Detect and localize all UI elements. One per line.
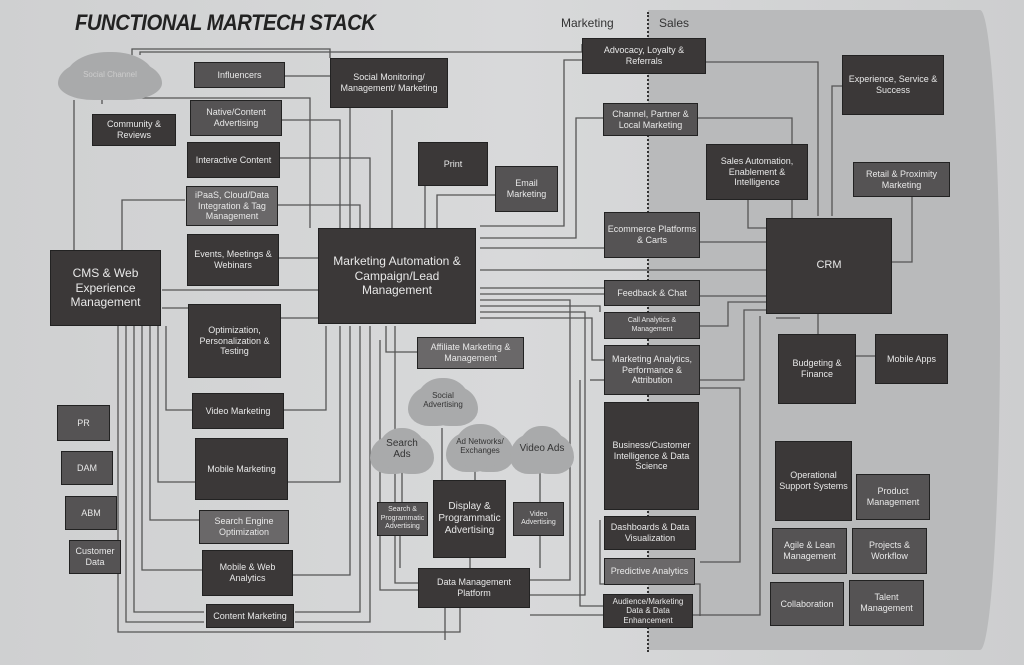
connector	[295, 326, 361, 613]
box-mobile-marketing[interactable]: Mobile Marketing	[195, 438, 288, 500]
box-channel-partner[interactable]: Channel, Partner & Local Marketing	[603, 103, 698, 136]
diagram-title: FUNCTIONAL MARTECH STACK	[75, 10, 376, 35]
connector	[700, 301, 766, 327]
box-talent-management[interactable]: Talent Management	[849, 580, 924, 626]
connector	[385, 326, 418, 353]
box-content-marketing[interactable]: Content Marketing	[206, 604, 294, 628]
connector	[379, 340, 418, 591]
connector	[579, 380, 604, 607]
box-retail-proximity[interactable]: Retail & Proximity Marketing	[853, 162, 950, 197]
connector	[436, 194, 496, 228]
connector	[125, 326, 204, 623]
cloud-social-channel: Social Channel	[66, 52, 154, 96]
connector	[394, 326, 418, 584]
section-label-marketing: Marketing	[561, 16, 614, 30]
box-projects-workflow[interactable]: Projects & Workflow	[852, 528, 927, 574]
box-mobile-web-analytics[interactable]: Mobile & Web Analytics	[202, 550, 293, 596]
connector	[131, 48, 331, 58]
connector	[831, 85, 842, 216]
box-cms-web-experience[interactable]: CMS & Web Experience Management	[50, 250, 161, 326]
connector	[121, 199, 185, 250]
box-native-content[interactable]: Native/Content Advertising	[190, 100, 282, 136]
connector	[480, 305, 601, 312]
connector	[141, 326, 204, 571]
cloud-ad-networks: Ad Networks/ Exchanges	[454, 424, 506, 468]
box-customer-data[interactable]: Customer Data	[69, 540, 121, 574]
box-ipaas[interactable]: iPaaS, Cloud/Data Integration & Tag Mana…	[186, 186, 278, 226]
box-crm[interactable]: CRM	[766, 218, 892, 314]
box-data-management-platform[interactable]: Data Management Platform	[418, 568, 530, 608]
connector	[280, 157, 371, 228]
box-display-programmatic[interactable]: Display & Programmatic Advertising	[433, 480, 506, 558]
box-agile-lean[interactable]: Agile & Lean Management	[772, 528, 847, 574]
box-audience-data[interactable]: Audience/Marketing Data & Data Enhanceme…	[603, 594, 693, 628]
box-search-programmatic[interactable]: Search & Programmatic Advertising	[377, 502, 428, 536]
connector	[282, 119, 341, 228]
box-product-management[interactable]: Product Management	[856, 474, 930, 520]
connector	[480, 299, 571, 581]
box-marketing-analytics[interactable]: Marketing Analytics, Performance & Attri…	[604, 345, 700, 395]
box-influencers[interactable]: Influencers	[194, 62, 285, 88]
section-label-sales: Sales	[659, 16, 690, 30]
connector	[157, 326, 196, 483]
connector	[278, 204, 361, 228]
box-pr[interactable]: PR	[57, 405, 110, 441]
connector	[117, 326, 461, 633]
connector	[747, 200, 766, 229]
box-dashboards[interactable]: Dashboards & Data Visualization	[604, 516, 696, 550]
box-seo[interactable]: Search Engine Optimization	[199, 510, 289, 544]
box-community-reviews[interactable]: Community & Reviews	[92, 114, 176, 146]
box-budgeting-finance[interactable]: Budgeting & Finance	[778, 334, 856, 404]
connector	[700, 387, 741, 563]
box-affiliate-marketing[interactable]: Affiliate Marketing & Management	[417, 337, 524, 369]
connector	[706, 61, 819, 216]
box-marketing-automation[interactable]: Marketing Automation & Campaign/Lead Man…	[318, 228, 476, 324]
connector	[149, 326, 200, 521]
connector	[101, 97, 311, 228]
connector	[295, 326, 371, 623]
box-email-marketing[interactable]: Email Marketing	[495, 166, 558, 212]
connector	[480, 59, 584, 227]
connector	[480, 317, 604, 361]
box-social-monitoring[interactable]: Social Monitoring/ Management/ Marketing	[330, 58, 448, 108]
box-operational-support[interactable]: Operational Support Systems	[775, 441, 852, 521]
box-abm[interactable]: ABM	[65, 496, 117, 530]
box-experience-service[interactable]: Experience, Service & Success	[842, 55, 944, 115]
connector	[700, 309, 766, 381]
connector	[165, 326, 192, 411]
connector	[480, 117, 604, 239]
cloud-social-advertising: Social Advertising	[416, 378, 470, 422]
box-advocacy-loyalty[interactable]: Advocacy, Loyalty & Referrals	[582, 38, 706, 74]
cloud-video-ads: Video Ads	[518, 426, 566, 470]
box-call-analytics[interactable]: Call Analytics & Management	[604, 312, 700, 339]
box-events-webinars[interactable]: Events, Meetings & Webinars	[187, 234, 279, 286]
connector	[288, 326, 341, 483]
box-business-intelligence[interactable]: Business/Customer Intelligence & Data Sc…	[604, 402, 699, 510]
box-video-marketing[interactable]: Video Marketing	[192, 393, 284, 429]
box-feedback-chat[interactable]: Feedback & Chat	[604, 280, 700, 306]
box-ecommerce[interactable]: Ecommerce Platforms & Carts	[604, 212, 700, 258]
box-sales-automation[interactable]: Sales Automation, Enablement & Intellige…	[706, 144, 808, 200]
connector	[133, 326, 204, 613]
box-video-advertising[interactable]: Video Advertising	[513, 502, 564, 536]
box-optimization[interactable]: Optimization, Personalization & Testing	[188, 304, 281, 378]
box-print[interactable]: Print	[418, 142, 488, 186]
connector	[293, 326, 351, 576]
connector	[480, 311, 586, 596]
box-mobile-apps[interactable]: Mobile Apps	[875, 334, 948, 384]
cloud-search-ads: Search Ads	[378, 428, 426, 470]
box-interactive-content[interactable]: Interactive Content	[187, 142, 280, 178]
connector	[892, 196, 913, 263]
connector	[284, 326, 327, 411]
box-collaboration[interactable]: Collaboration	[770, 582, 844, 626]
box-dam[interactable]: DAM	[61, 451, 113, 485]
box-predictive-analytics[interactable]: Predictive Analytics	[604, 558, 695, 585]
